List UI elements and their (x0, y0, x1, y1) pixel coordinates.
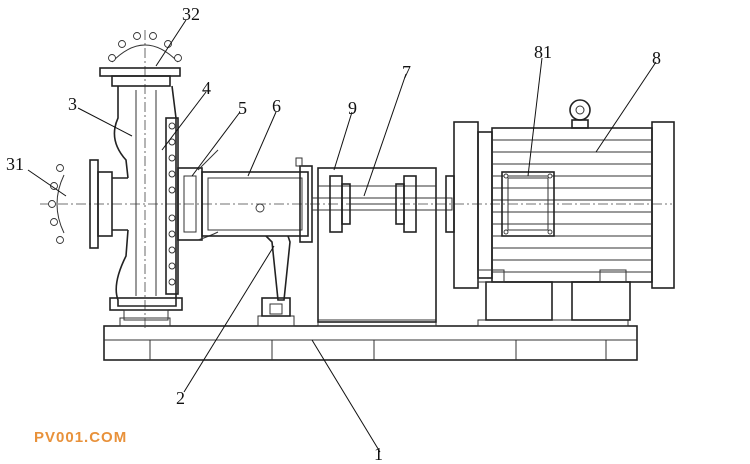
lifting-eye (569, 99, 591, 129)
label-8: 8 (652, 48, 661, 68)
motor-cooling-fins (492, 139, 652, 273)
coupling-guard (317, 167, 437, 323)
coupling (311, 175, 453, 233)
label-5: 5 (238, 98, 247, 118)
support-bracket (261, 235, 291, 317)
discharge-flange (99, 32, 182, 87)
label-81: 81 (534, 42, 552, 62)
motor (445, 99, 675, 321)
motor-feet (477, 269, 631, 321)
label-32: 32 (182, 4, 200, 24)
label-3: 3 (68, 94, 77, 114)
label-6: 6 (272, 96, 281, 116)
base-frame (103, 315, 638, 361)
bearing-housing (201, 157, 313, 243)
leader-lines (27, 19, 657, 453)
pump-casing (109, 85, 183, 321)
watermark: PV001.COM (34, 429, 127, 446)
label-4: 4 (202, 78, 211, 98)
label-1: 1 (374, 444, 383, 464)
label-7: 7 (402, 62, 411, 82)
mechanical-seal (177, 149, 219, 241)
label-2: 2 (176, 388, 185, 408)
label-9: 9 (348, 98, 357, 118)
label-31: 31 (6, 154, 24, 174)
